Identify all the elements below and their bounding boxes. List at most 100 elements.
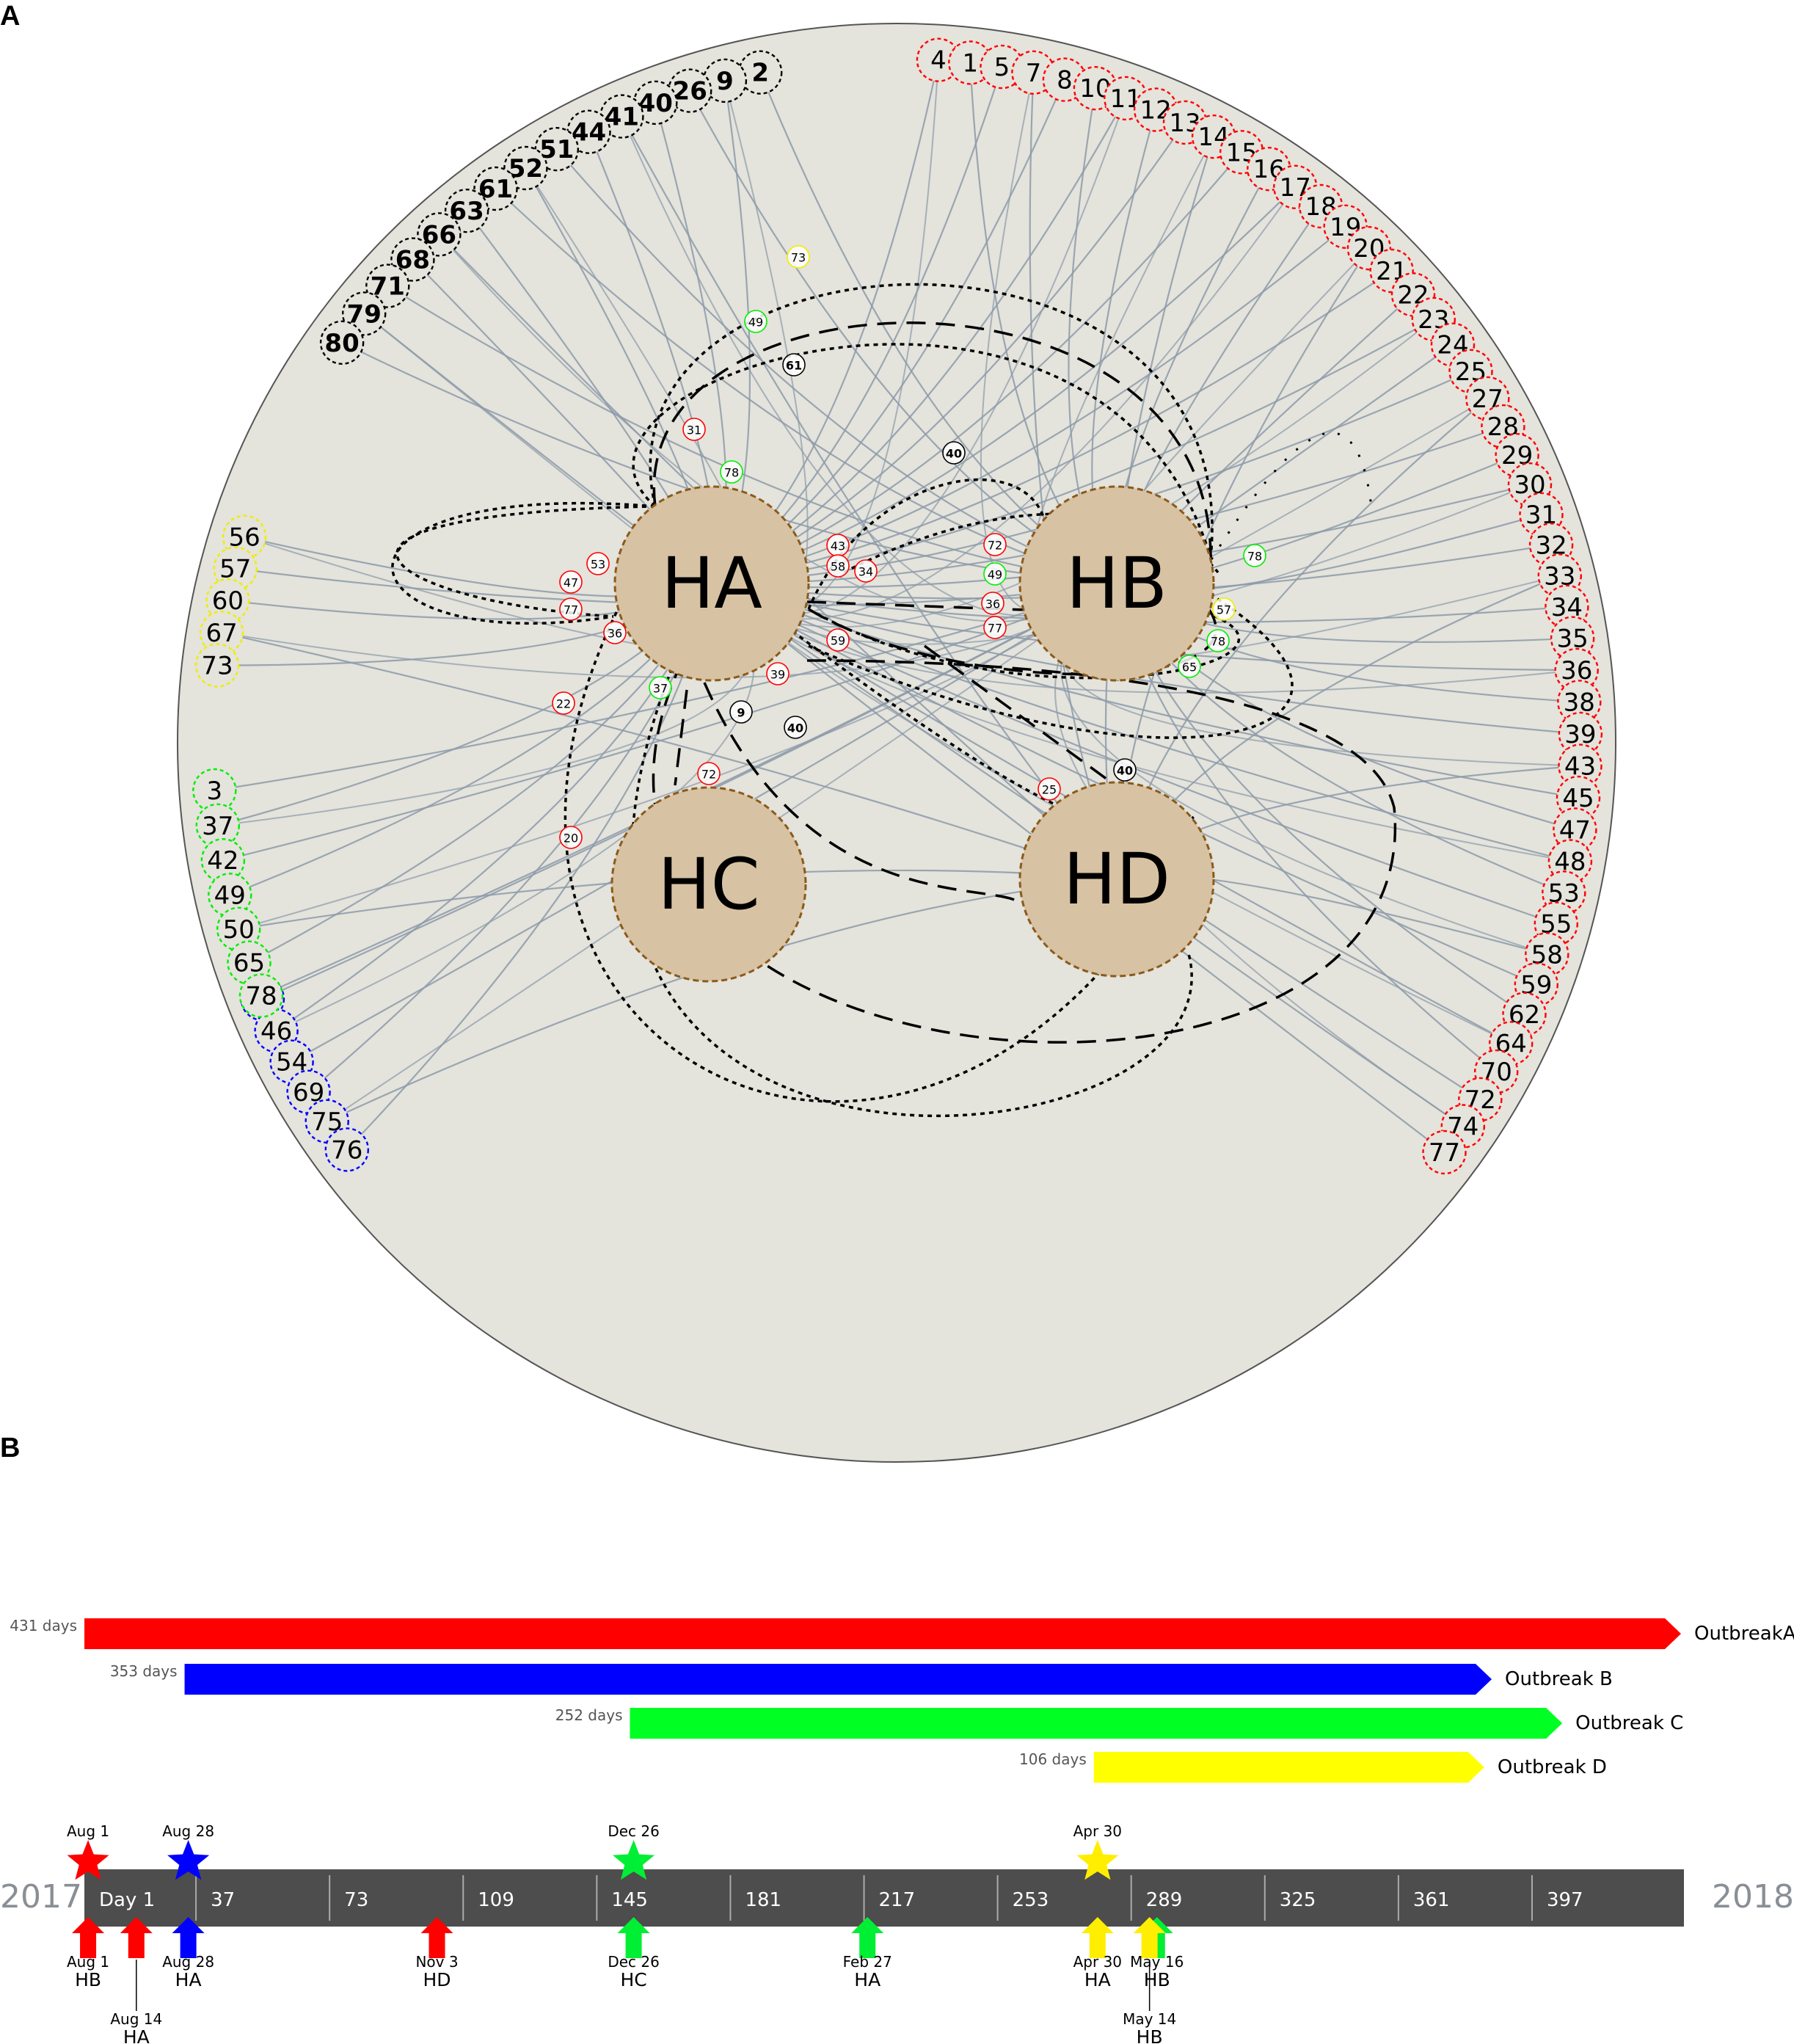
transfer-node-label: 40 bbox=[1117, 764, 1133, 778]
patient-node: 2 bbox=[737, 50, 783, 95]
transfer-node-label: 77 bbox=[564, 603, 578, 617]
patient-node-label: 40 bbox=[638, 89, 673, 118]
detection-date: Dec 26 bbox=[608, 1953, 660, 1971]
patient-node-label: 45 bbox=[1562, 784, 1594, 813]
transfer-node-circle bbox=[787, 245, 810, 269]
patient-node-label: 7 bbox=[1026, 59, 1042, 88]
timeline-tick-label: 289 bbox=[1146, 1889, 1183, 1911]
year-start-label: 2017 bbox=[0, 1878, 82, 1916]
inter-hospital-transfer-edge bbox=[703, 682, 1021, 904]
transfer-node-label: 65 bbox=[1182, 661, 1197, 674]
patient-node-circle bbox=[194, 643, 240, 688]
patient-node: 76 bbox=[324, 1127, 369, 1172]
transfer-node-circle bbox=[983, 616, 1007, 639]
transfer-node-label: 72 bbox=[701, 768, 716, 782]
patient-node: 18 bbox=[1298, 183, 1343, 229]
patient-node-label: 77 bbox=[1429, 1138, 1460, 1168]
transfer-node-label: 36 bbox=[985, 597, 1000, 611]
timeline-tick-label: 397 bbox=[1547, 1889, 1583, 1911]
patient-hospital-edge bbox=[260, 583, 1117, 997]
transfer-node-label: 57 bbox=[1217, 603, 1231, 617]
patient-node: 67 bbox=[199, 611, 244, 655]
patient-node-label: 9 bbox=[716, 67, 734, 96]
transfer-node-label: 61 bbox=[786, 359, 802, 373]
detection-date: Aug 28 bbox=[162, 1953, 214, 1971]
transfer-node-label: 59 bbox=[831, 634, 845, 648]
transfer-node-label: 47 bbox=[564, 576, 578, 590]
timeline-tick-label: 253 bbox=[1013, 1889, 1049, 1911]
patient-node: 42 bbox=[200, 837, 246, 883]
detection-hospital: HB bbox=[1137, 2026, 1163, 2044]
detection-date: May 14 bbox=[1123, 2010, 1176, 2028]
transfer-node-circle bbox=[782, 353, 806, 377]
patient-node-label: 38 bbox=[1564, 688, 1595, 717]
detection-date: Aug 1 bbox=[67, 1953, 109, 1971]
outbreak-name-label: Outbreak D bbox=[1498, 1756, 1607, 1778]
patient-node-label: 50 bbox=[223, 915, 255, 945]
transfer-node: 49 bbox=[983, 562, 1007, 586]
transfer-node-circle bbox=[649, 676, 672, 699]
detection-hospital: HA bbox=[1084, 1969, 1111, 1990]
detection-hospital: HB bbox=[75, 1969, 101, 1990]
patient-node-label: 67 bbox=[205, 619, 237, 648]
transfer-node: 9 bbox=[729, 700, 753, 724]
transfer-node-circle bbox=[586, 552, 610, 575]
inter-hospital-transfer-edge bbox=[923, 644, 1117, 787]
transfer-node-circle bbox=[1038, 777, 1061, 801]
outbreak-duration-label: 252 days bbox=[555, 1706, 623, 1724]
patient-node-circle bbox=[319, 320, 365, 365]
outbreak-name-label: Outbreak B bbox=[1505, 1668, 1613, 1690]
transfer-node-circle bbox=[983, 533, 1007, 556]
transfer-node: 40 bbox=[784, 716, 807, 739]
patient-node: 65 bbox=[227, 940, 271, 985]
inter-hospital-transfer-edge bbox=[652, 321, 1212, 559]
timeline-tick-label: 181 bbox=[745, 1889, 781, 1911]
patient-node: 9 bbox=[702, 58, 748, 103]
transfer-node: 78 bbox=[720, 460, 743, 484]
patient-node: 52 bbox=[503, 145, 548, 191]
patient-node: 44 bbox=[566, 109, 611, 154]
transfer-node-label: 43 bbox=[831, 539, 845, 553]
transfer-node-circle bbox=[983, 562, 1007, 586]
timeline-tick-label: 361 bbox=[1413, 1889, 1450, 1911]
patient-node: 63 bbox=[444, 189, 489, 233]
patient-hospital-edge bbox=[214, 582, 1117, 792]
outbreak-start-star bbox=[167, 1840, 210, 1880]
transfer-node-label: 78 bbox=[724, 466, 739, 480]
transfer-node-label: 49 bbox=[988, 568, 1002, 582]
transfer-node-label: 9 bbox=[737, 706, 745, 720]
transfer-node-circle bbox=[559, 597, 583, 621]
transfer-node-circle bbox=[697, 762, 721, 785]
detection-hospital: HB bbox=[1144, 1969, 1170, 1990]
transfer-node: 49 bbox=[744, 310, 767, 333]
transfer-node-label: 77 bbox=[988, 622, 1002, 636]
transfer-node-circle bbox=[559, 826, 583, 849]
transfer-node-circle bbox=[826, 554, 850, 578]
network-circle-background bbox=[177, 23, 1616, 1463]
transfer-node-label: 34 bbox=[858, 565, 873, 579]
transfer-node: 53 bbox=[586, 552, 610, 575]
transfer-node: 40 bbox=[942, 441, 966, 465]
patient-node-circle bbox=[417, 212, 462, 257]
transfer-node: 77 bbox=[983, 616, 1007, 639]
inter-hospital-transfer-edge bbox=[564, 557, 1161, 1103]
hospital-detection-arrow bbox=[172, 1917, 205, 1958]
timeline-track bbox=[84, 1869, 1684, 1927]
transfer-node: 65 bbox=[1178, 655, 1201, 678]
patient-node-label: 26 bbox=[673, 77, 707, 106]
detection-date: Aug 14 bbox=[110, 2010, 162, 2028]
outbreak-name-label: OutbreakA bbox=[1694, 1623, 1794, 1645]
patient-node: 49 bbox=[208, 873, 252, 917]
patient-node-label: 4 bbox=[930, 46, 947, 76]
outbreak-bar bbox=[184, 1664, 1492, 1695]
patient-node: 57 bbox=[213, 546, 258, 591]
transfer-node-circle bbox=[552, 691, 575, 715]
transfer-node-circle bbox=[1113, 758, 1137, 782]
transfer-node-label: 37 bbox=[653, 682, 668, 696]
hospital-detection-arrow bbox=[617, 1917, 650, 1958]
transfer-node: 39 bbox=[766, 662, 790, 685]
